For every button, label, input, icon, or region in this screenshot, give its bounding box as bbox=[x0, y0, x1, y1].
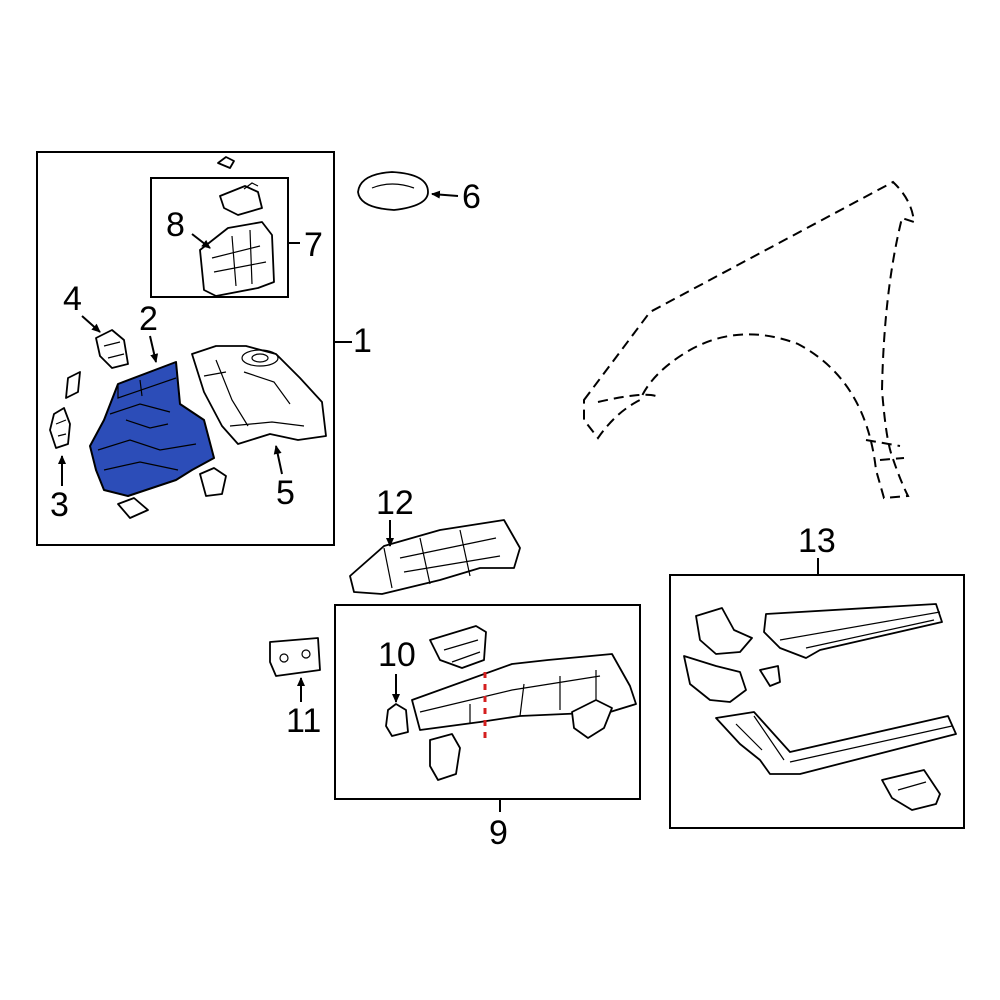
part-2-apron-highlighted bbox=[89, 361, 215, 497]
callout-2: 2 bbox=[139, 300, 158, 338]
part-4-bracket bbox=[95, 329, 129, 369]
part-7-bracket bbox=[199, 156, 275, 297]
callout-7: 7 bbox=[304, 226, 323, 264]
part-6-support-cap bbox=[357, 171, 429, 211]
part-5-apron bbox=[191, 345, 327, 497]
part-12-rail bbox=[349, 519, 521, 595]
group-box-1 bbox=[36, 151, 335, 546]
group-box-7 bbox=[150, 177, 289, 298]
callout-11: 11 bbox=[286, 702, 321, 740]
callout-8: 8 bbox=[166, 206, 185, 244]
fender-outline bbox=[583, 180, 916, 500]
callout-10: 10 bbox=[378, 636, 416, 674]
callout-4: 4 bbox=[63, 280, 82, 318]
callout-6: 6 bbox=[462, 178, 481, 216]
callout-13: 13 bbox=[798, 522, 836, 560]
callout-5: 5 bbox=[276, 474, 295, 512]
callout-3: 3 bbox=[50, 486, 69, 524]
part-10-bracket bbox=[385, 703, 409, 737]
part-13-rail-assembly bbox=[683, 603, 957, 811]
part-3-bracket bbox=[49, 371, 149, 519]
part-11-plate bbox=[269, 637, 321, 677]
callout-9: 9 bbox=[489, 814, 508, 852]
callout-1: 1 bbox=[353, 322, 372, 360]
part-9-frame-rail bbox=[411, 625, 637, 781]
group-box-9 bbox=[334, 604, 641, 800]
callout-12: 12 bbox=[376, 484, 414, 522]
